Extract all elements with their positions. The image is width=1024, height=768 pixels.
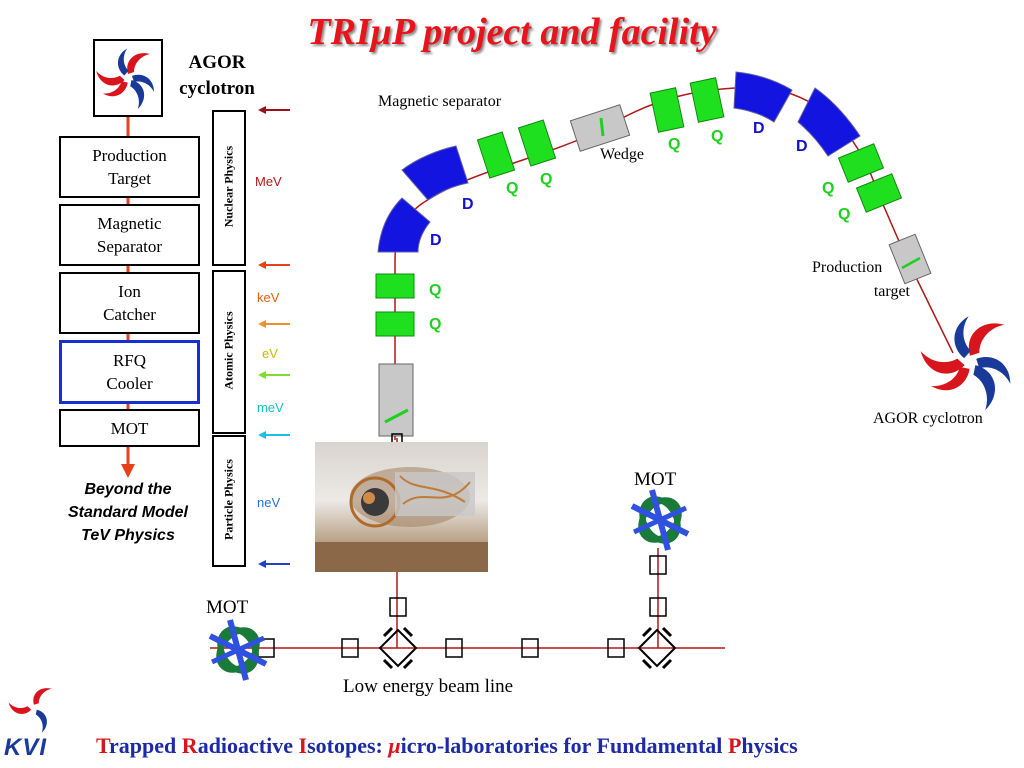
mot-right-icon bbox=[630, 489, 690, 551]
energy-mev: MeV bbox=[255, 174, 282, 189]
q-label: Q bbox=[668, 136, 681, 153]
q-label: Q bbox=[822, 180, 835, 197]
energy-ev: eV bbox=[262, 346, 278, 361]
chain-box-mot: MOT bbox=[59, 409, 200, 447]
kvi-logo-icon bbox=[8, 688, 52, 733]
agor-logo-icon bbox=[93, 39, 163, 117]
agor-cyclotron-icon bbox=[920, 316, 1011, 411]
atomic-physics-label: Atomic Physics bbox=[221, 311, 236, 390]
energy-arrows bbox=[258, 106, 290, 568]
dipole-magnets bbox=[377, 71, 861, 253]
kvi-logo-text: KVI bbox=[4, 734, 48, 761]
wedge-icon bbox=[569, 104, 631, 152]
wedge-label: Wedge bbox=[600, 146, 645, 163]
energy-mev-milli: meV bbox=[257, 400, 284, 415]
d-label: D bbox=[430, 232, 442, 249]
production-target-icon bbox=[888, 233, 932, 285]
q-label: Q bbox=[838, 206, 851, 223]
mot-right-label: MOT bbox=[634, 469, 677, 490]
q-label: Q bbox=[711, 128, 724, 145]
ion-catcher-icon bbox=[378, 363, 414, 437]
d-label: D bbox=[796, 138, 808, 155]
nuclear-physics-label: Nuclear Physics bbox=[221, 145, 236, 228]
quadrupole-magnets bbox=[375, 77, 903, 337]
q-label: Q bbox=[429, 316, 442, 333]
q-label: Q bbox=[506, 180, 519, 197]
chain-arrowhead bbox=[121, 464, 135, 478]
magnetic-separator-label: Magnetic separator bbox=[378, 93, 502, 110]
particle-physics-label: Particle Physics bbox=[221, 459, 236, 540]
particle-physics-box: Particle Physics bbox=[212, 435, 246, 567]
mot-left-icon bbox=[208, 619, 268, 681]
q-label: Q bbox=[540, 171, 553, 188]
page-title: TRIμP project and facility bbox=[307, 11, 717, 53]
atomic-physics-box: Atomic Physics bbox=[212, 270, 246, 434]
energy-nev: neV bbox=[257, 495, 281, 510]
agor-cyclotron-label: AGOR cyclotron bbox=[873, 410, 983, 427]
d-label: D bbox=[753, 120, 765, 137]
low-energy-beam-line-label: Low energy beam line bbox=[343, 676, 514, 697]
d-label: D bbox=[462, 196, 474, 213]
footer-tagline: Trapped Radioactive Isotopes: μicro-labo… bbox=[96, 733, 798, 758]
energy-kev: keV bbox=[257, 290, 280, 305]
nuclear-physics-box: Nuclear Physics bbox=[212, 110, 246, 266]
mot-left-label: MOT bbox=[206, 597, 249, 618]
rfq-cooler-photo bbox=[315, 442, 488, 572]
q-label: Q bbox=[429, 282, 442, 299]
